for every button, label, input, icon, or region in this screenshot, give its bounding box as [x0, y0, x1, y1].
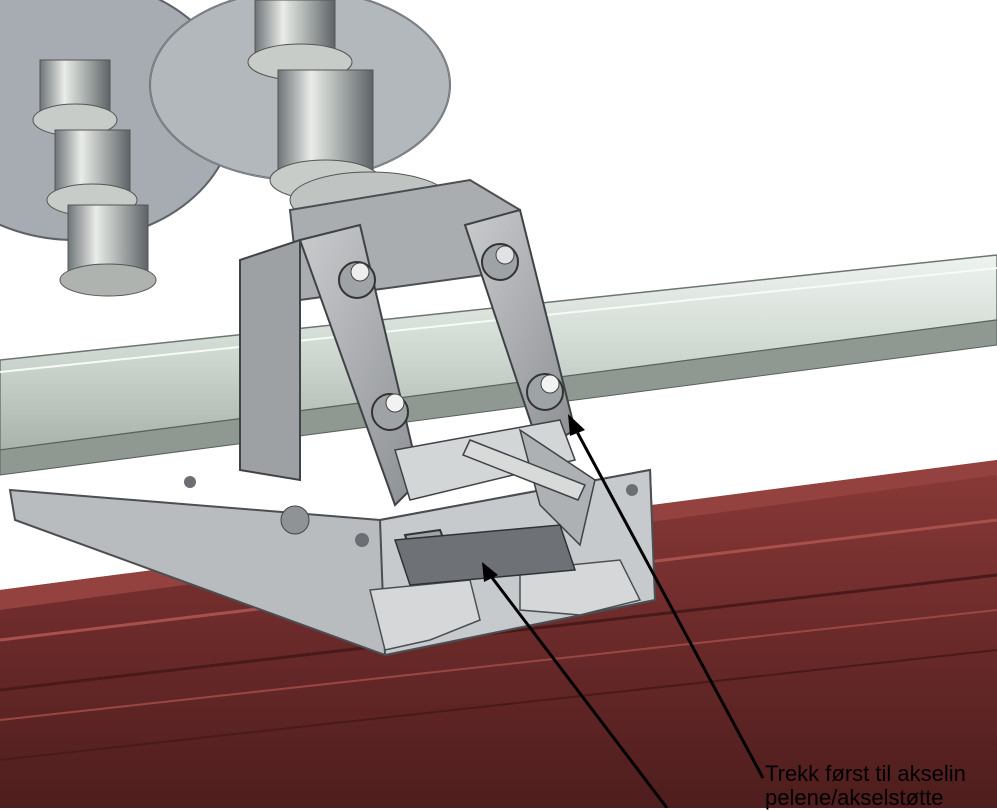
leader-line-2 [488, 574, 669, 808]
leader-lines [482, 414, 765, 808]
callout-text-line-2: pelene/akselstøtte [765, 785, 944, 810]
arrowhead-1 [568, 414, 585, 436]
arrowhead-2 [482, 562, 498, 582]
leader-line-1 [573, 427, 765, 779]
shaft [461, 439, 587, 501]
roller-stack-left [32, 59, 157, 297]
callout-text-line-1: Trekk først til akselin [765, 761, 966, 786]
roller-stack-right [247, 0, 451, 229]
bottom-plate [393, 524, 577, 586]
